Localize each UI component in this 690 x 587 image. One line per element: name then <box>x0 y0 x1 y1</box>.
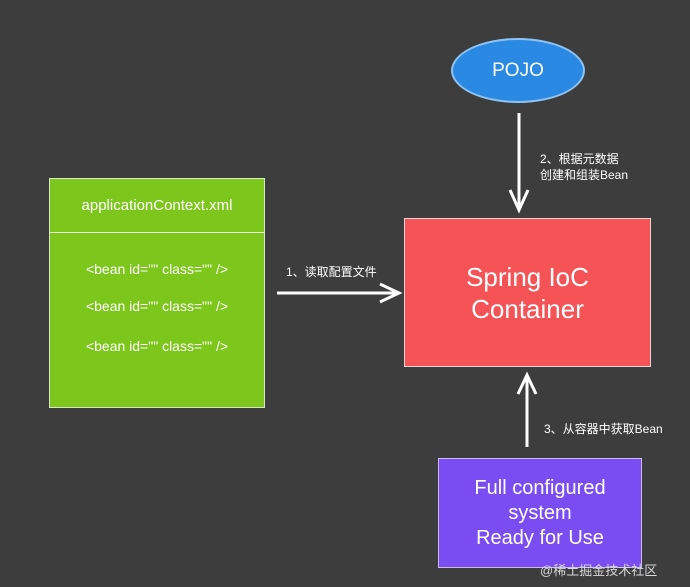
xml-config-title: applicationContext.xml <box>50 179 264 233</box>
bean-definition-line: <bean id="" class="" /> <box>85 298 229 314</box>
ioc-container-node: Spring IoC Container <box>404 218 651 367</box>
create-assemble-label-line2: 创建和组装Bean <box>540 168 629 182</box>
pojo-node: POJO <box>451 38 585 103</box>
xml-config-node: applicationContext.xml <bean id="" class… <box>49 178 265 408</box>
read-config-label: 1、读取配置文件 <box>286 265 377 279</box>
watermark: @稀土掘金技术社区 <box>540 563 658 578</box>
bean-definition-line: <bean id="" class="" /> <box>85 261 229 277</box>
ioc-container-title-line1: Spring IoC <box>466 261 589 292</box>
ioc-container-title-line2: Container <box>471 293 584 324</box>
configured-system-line3: Ready for Use <box>476 526 604 549</box>
create-assemble-arrow <box>508 113 530 214</box>
create-assemble-label-line1: 2、根据元数据 <box>540 152 619 166</box>
read-config-arrow <box>277 282 403 304</box>
configured-system-line1: Full configured <box>474 476 606 499</box>
configured-system-node: Full configured system Ready for Use <box>438 458 642 568</box>
bean-definition-line: <bean id="" class="" /> <box>85 338 229 354</box>
configured-system-line2: system <box>508 501 572 524</box>
pojo-label: POJO <box>492 59 544 81</box>
get-bean-arrow <box>516 371 538 447</box>
get-bean-label: 3、从容器中获取Bean <box>544 422 663 436</box>
